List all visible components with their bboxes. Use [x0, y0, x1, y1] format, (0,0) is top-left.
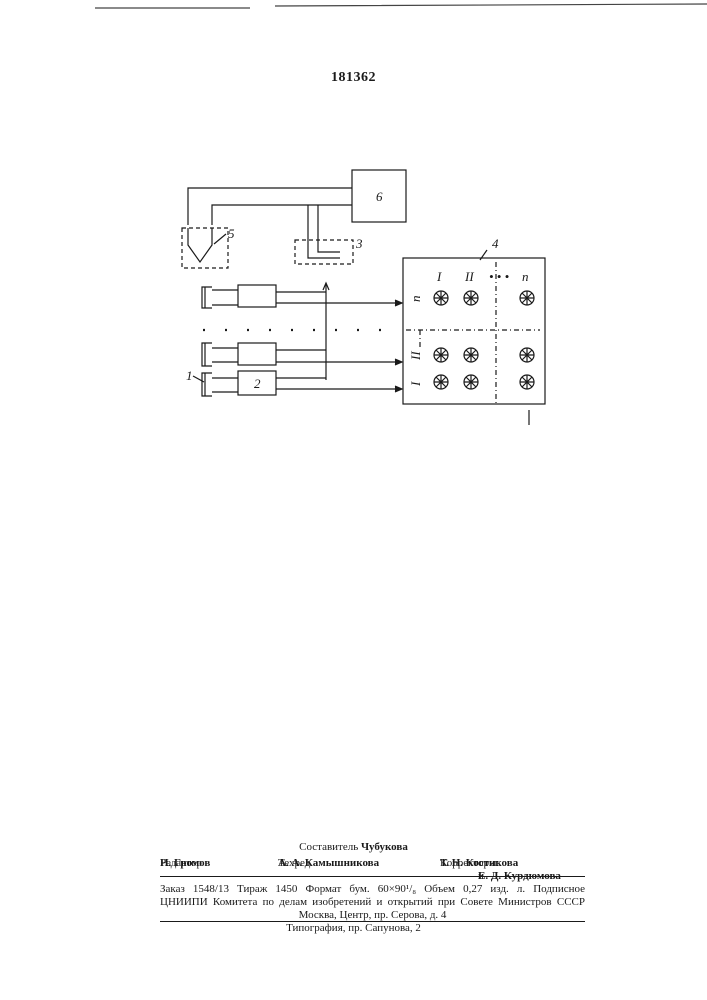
- wire-to-block-3-a: [318, 205, 340, 252]
- wire-I: [212, 378, 400, 392]
- label-6: 6: [376, 189, 383, 204]
- label-5: 5: [228, 226, 235, 241]
- label-1: 1: [186, 368, 193, 383]
- lamp-grid: [434, 291, 534, 389]
- column-label-n: n: [522, 269, 529, 284]
- block-5-dashed: [182, 228, 228, 268]
- arrow-into-board: [395, 300, 402, 392]
- printing-house: Типография, пр. Сапунова, 2: [0, 922, 707, 934]
- column-label-I: I: [436, 269, 442, 284]
- compiler-label: Составитель: [299, 841, 358, 853]
- publication-info: Заказ 1548/13 Тираж 1450 Формат бум. 60×…: [160, 883, 585, 922]
- label-3: 3: [355, 236, 363, 251]
- thermocouple-5: [188, 228, 212, 262]
- wire-II: [212, 348, 400, 362]
- unit-n: [238, 285, 276, 307]
- sensor-n: [202, 287, 212, 308]
- wire-n: [212, 290, 400, 305]
- column-label-II: II: [464, 269, 474, 284]
- pub-line-1: Заказ 1548/13 Тираж 1450 Формат бум. 60×…: [160, 883, 585, 896]
- corrector-1: Т. Н. Костикова: [440, 857, 518, 869]
- footer-rule-top: [160, 876, 585, 877]
- wire-6-to-5-b: [212, 205, 352, 225]
- row-label-I: I: [408, 381, 423, 387]
- label-2: 2: [254, 376, 261, 391]
- label-4: 4: [492, 236, 499, 251]
- techred-name: А. А. Камышникова: [278, 857, 379, 869]
- row-label-n: n: [408, 296, 423, 303]
- leader-5: [214, 234, 226, 244]
- editor-name: Н. Громов: [160, 857, 210, 869]
- unit-II: [238, 343, 276, 365]
- sensor-I: [202, 373, 212, 396]
- column-label-dots: • • •: [489, 269, 509, 284]
- row-label-II: II: [408, 351, 423, 361]
- wire-to-block-3-b: [308, 205, 340, 258]
- compiler-line: Составитель Чубукова: [0, 841, 707, 853]
- sensor-II: [202, 343, 212, 366]
- pub-line-2: ЦНИИПИ Комитета по делам изобретений и о…: [160, 896, 585, 909]
- compiler-name: Чубукова: [361, 841, 408, 853]
